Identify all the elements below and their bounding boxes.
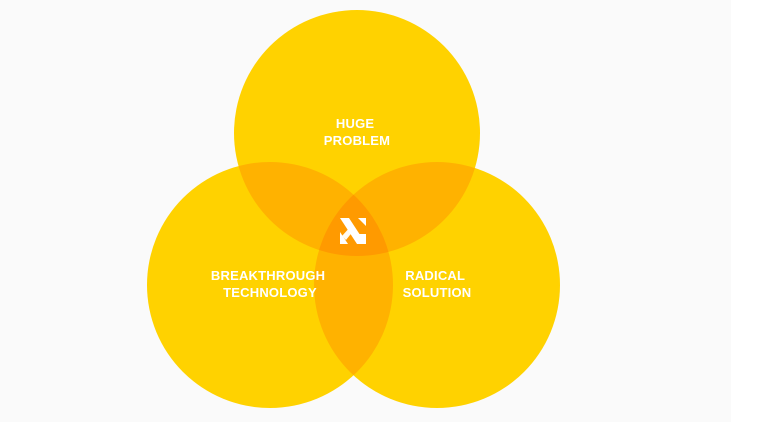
x-monogram-icon: [340, 218, 366, 244]
page-edge-strip: [731, 0, 759, 422]
label-radical-solution: RADICAL SOLUTION: [403, 268, 472, 300]
label-huge-problem: HUGE PROBLEM: [324, 116, 390, 148]
label-breakthrough-technology: BREAKTHROUGH TECHNOLOGY: [211, 268, 329, 300]
overlap-all-three: [314, 162, 393, 256]
